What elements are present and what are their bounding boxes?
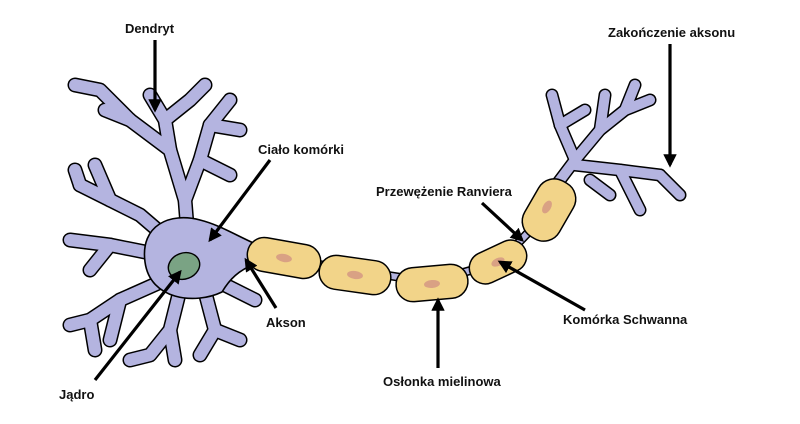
arrow-node-of-ranvier <box>480 201 524 242</box>
arrow-nucleus <box>93 269 182 381</box>
label-axon-terminal: Zakończenie aksonu <box>608 25 735 40</box>
schwann-nucleus <box>347 270 363 280</box>
label-myelin-sheath: Osłonka mielinowa <box>383 374 502 389</box>
label-cell-body: Ciało komórki <box>258 142 344 157</box>
myelin-sheath-segments <box>246 178 577 303</box>
schwann-nucleus <box>424 279 440 289</box>
schwann-cell-segment <box>318 254 392 296</box>
arrow-axon <box>244 257 278 309</box>
schwann-nucleus <box>542 200 552 214</box>
schwann-nucleus <box>276 253 292 263</box>
label-axon: Akson <box>266 315 306 330</box>
label-nucleus: Jądro <box>59 387 94 402</box>
label-dendrite: Dendryt <box>125 21 175 36</box>
arrow-cell-body <box>208 159 272 243</box>
schwann-cell-segment <box>521 178 577 242</box>
label-node-of-ranvier: Przewężenie Ranviera <box>376 184 513 199</box>
schwann-cell-segment <box>395 263 469 303</box>
arrow-schwann-cell <box>497 260 586 312</box>
schwann-cell-segment <box>246 236 322 280</box>
axon-terminal-branches <box>538 78 687 217</box>
label-schwann-cell: Komórka Schwanna <box>563 312 688 327</box>
